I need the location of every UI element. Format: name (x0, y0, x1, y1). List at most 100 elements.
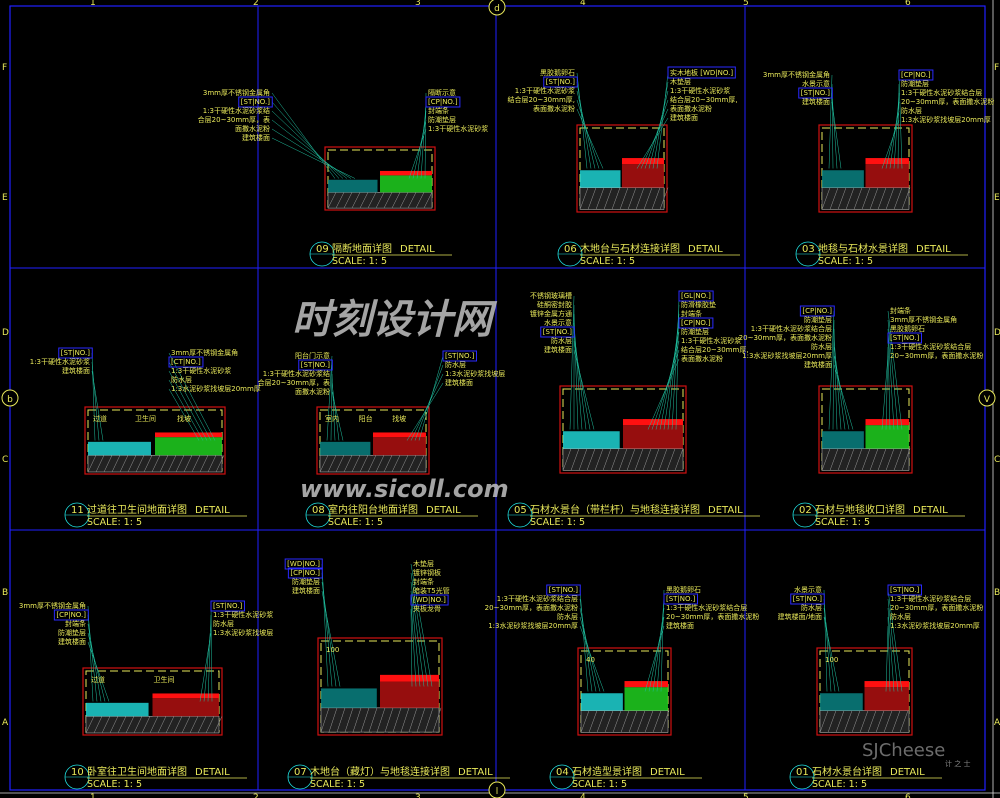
hatch-line (642, 448, 652, 471)
mortar-layer-left (822, 170, 864, 188)
grid-marker-circle (1, 389, 19, 407)
detail-title-en: DETAIL (890, 767, 925, 778)
detail-title-cn: 石材水景台详图 (812, 765, 882, 778)
detail-title-en: DETAIL (458, 767, 493, 778)
callout-label: 1:3干硬性水泥砂浆结合层 (666, 603, 747, 612)
callout-label: 1:3干硬性水泥砂浆结合层 (901, 88, 982, 97)
leader-line (330, 364, 333, 441)
leader-line (881, 355, 889, 430)
floor-slab-hatch (819, 710, 910, 733)
hatch-line (634, 448, 644, 471)
grid-row-label: C (2, 455, 8, 465)
callout-label: 防水层 (557, 612, 578, 621)
leader-line (579, 598, 593, 692)
callout-label: 1:3干硬性水泥砂浆 (171, 366, 231, 375)
hatch-line (197, 716, 207, 734)
leader-line (410, 581, 425, 687)
grid-row-label: A (2, 718, 9, 728)
hatch-line (837, 187, 847, 210)
hatch-line (133, 716, 143, 734)
material-tag-box (790, 593, 825, 605)
hatch-line (415, 192, 425, 209)
callout-label: 表面撒水泥粉 (670, 104, 712, 113)
leader-line (887, 589, 903, 692)
hatch-line (893, 187, 903, 210)
material-tag-box (799, 305, 835, 317)
leader-line (410, 599, 417, 687)
hatch-line (368, 707, 378, 733)
detail-title-cn: 石材与地毯收口详图 (815, 503, 905, 516)
material-tag: [ST|NO.] (61, 349, 90, 357)
detail-outline (317, 637, 443, 736)
inner-annotation: 阳台 (359, 414, 373, 423)
callout-label: 面撒水泥粉 (295, 387, 330, 396)
hatch-line (586, 448, 596, 471)
detail-outline (577, 647, 672, 736)
callout-label: 防水层 (171, 375, 192, 384)
mortar-layer-right (380, 681, 439, 708)
hatch-line (375, 192, 385, 209)
hatch-line (191, 455, 201, 473)
hatch-line (604, 710, 614, 733)
material-tag: [ST|NO.] (543, 328, 572, 336)
hatch-line (125, 716, 135, 734)
hatch-line (167, 455, 177, 473)
mortar-layer-right (622, 164, 664, 188)
watermark-url: www.sicoll.com (300, 475, 509, 503)
detail-number: 10 (71, 767, 84, 778)
detail-number: 02 (799, 505, 812, 516)
detail-title-cn: 木地台（藏灯）与地毯连接详图 (310, 765, 450, 778)
callout-label: 1:3干硬性水泥砂浆 (670, 86, 730, 95)
mortar-layer-left (321, 688, 377, 708)
leader-line (647, 358, 680, 430)
detail-title-en: DETAIL (400, 244, 435, 255)
hatch-line (843, 710, 853, 733)
hatch-line (651, 187, 661, 210)
hatch-line (416, 707, 426, 733)
leader-line (579, 607, 597, 692)
mortar-layer-right (152, 698, 219, 717)
grid-column-label: 6 (905, 0, 911, 8)
carpet-layer (623, 419, 683, 426)
callout-label: 暗装T5光管 (413, 586, 450, 595)
grid-marker-circle (488, 0, 506, 16)
callout-label: 1:3干硬性水泥砂浆 (681, 336, 741, 345)
inner-annotation: 室内 (325, 414, 339, 423)
hatch-line (399, 455, 409, 473)
callout-label: 建筑楼面 (62, 366, 90, 375)
callout-label: 3mm厚不锈钢金属角 (890, 315, 957, 324)
leader-line (321, 572, 333, 687)
hatch-line (392, 707, 402, 733)
material-tag: [WD|NO.] (287, 560, 320, 568)
hatch-line (101, 716, 111, 734)
grid-row-label: F (994, 63, 999, 73)
callout-label: 镀锌钢板 (413, 568, 441, 577)
detail-number: 11 (71, 505, 84, 516)
callout-label: 隔断示意 (428, 88, 456, 97)
callout-label: 1:3水泥砂浆找坡层 (445, 369, 505, 378)
detail-panel-02: [CP|NO.]防潮垫层1:3干硬性水泥砂浆结合层20~30mm厚，表面撒水泥粉… (739, 305, 983, 528)
callout-label: 防潮垫层 (428, 115, 456, 124)
material-tag: [CP|NO.] (56, 611, 86, 619)
callout-label: 防水层 (801, 603, 822, 612)
callout-label: 防水层 (901, 106, 922, 115)
leader-line (87, 641, 110, 702)
callout-label: 20~30mm厚，表面撒水泥粉 (890, 603, 983, 612)
detail-outline (559, 385, 687, 474)
leader-line (271, 119, 348, 179)
material-tag-box (284, 558, 323, 570)
detail-scale: SCALE: 1: 5 (310, 779, 365, 790)
hatch-line (587, 187, 597, 210)
detail-scale: SCALE: 1: 5 (818, 256, 873, 267)
leader-line (168, 352, 216, 441)
hatch-line (343, 192, 353, 209)
leader-line (579, 616, 601, 692)
leader-line (833, 337, 842, 430)
grid-column-label: 3 (415, 0, 421, 8)
detail-number: 07 (294, 767, 307, 778)
leader-line (408, 128, 427, 179)
detail-title-cn: 石材造型景详图 (572, 765, 642, 778)
